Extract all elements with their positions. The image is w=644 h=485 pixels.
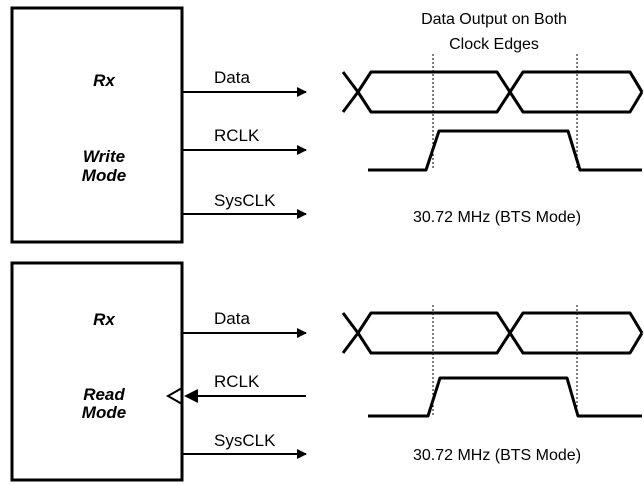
write-data-label: Data bbox=[214, 68, 250, 87]
read-clock-input-symbol bbox=[165, 387, 183, 405]
read-rclk-arrowhead bbox=[184, 389, 198, 403]
header-line-1: Data Output on Both bbox=[421, 11, 567, 28]
write-mode-block: Rx Write Mode Data RCLK SysCLK 30.72 MHz… bbox=[10, 6, 644, 244]
read-data-label: Data bbox=[214, 309, 250, 328]
read-mode-line-1: Read bbox=[83, 385, 125, 404]
write-rclk-label: RCLK bbox=[214, 126, 260, 145]
write-rx-title: Rx bbox=[93, 71, 116, 90]
write-mode-line-1: Write bbox=[83, 147, 125, 166]
read-data-waveform bbox=[341, 311, 644, 355]
read-caption: 30.72 MHz (BTS Mode) bbox=[413, 447, 581, 464]
read-mode-block: Rx Read Mode Data RCLK SysCLK 30.72 MHz … bbox=[10, 261, 644, 482]
write-rclk-waveform bbox=[368, 129, 642, 172]
write-caption: 30.72 MHz (BTS Mode) bbox=[413, 209, 581, 226]
write-data-waveform bbox=[341, 70, 644, 114]
read-sysclk-label: SysCLK bbox=[214, 431, 276, 450]
read-rclk-label: RCLK bbox=[214, 372, 260, 391]
read-rclk-waveform bbox=[368, 376, 642, 418]
header-line-2: Clock Edges bbox=[449, 36, 539, 53]
read-rx-box bbox=[10, 261, 184, 482]
write-mode-line-2: Mode bbox=[82, 166, 126, 185]
read-rx-title: Rx bbox=[93, 310, 116, 329]
write-sysclk-label: SysCLK bbox=[214, 191, 276, 210]
write-rx-box bbox=[10, 6, 184, 244]
read-mode-line-2: Mode bbox=[82, 403, 126, 422]
